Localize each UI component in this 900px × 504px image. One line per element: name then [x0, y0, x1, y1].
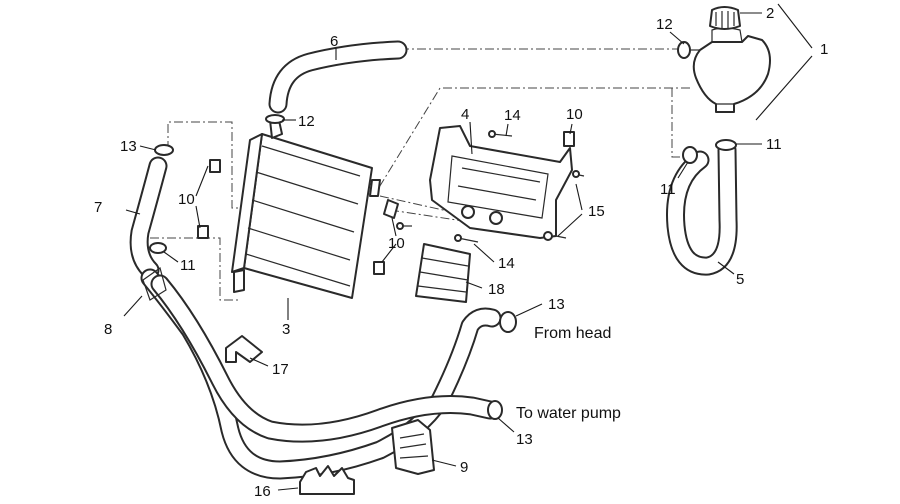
callout-2: 2: [766, 5, 774, 22]
callout-17: 17: [272, 361, 289, 378]
callout-5: 5: [736, 271, 744, 288]
hose-6: [268, 40, 408, 114]
leader-lines: [123, 12, 762, 491]
mount-10-a: [209, 159, 221, 173]
mount-10-d: [373, 261, 385, 275]
callout-16: 16: [254, 483, 271, 500]
flow-notes: From head To water pump: [516, 325, 621, 422]
callout-6: 6: [330, 33, 338, 50]
small-parts: [149, 41, 737, 420]
callout-13-top: 13: [120, 138, 137, 155]
callout-14-bottom: 14: [498, 255, 515, 272]
hose-8: [140, 267, 502, 480]
callout-11-tank: 11: [660, 181, 676, 198]
clamp-11-left: [149, 242, 167, 254]
callout-13-head: 13: [548, 296, 565, 313]
note-to-water-pump: To water pump: [516, 405, 621, 422]
clip-17: [225, 335, 263, 363]
bracket-4: [429, 125, 573, 241]
clip-9: [391, 419, 435, 475]
note-from-head: From head: [534, 325, 611, 342]
callout-1-bracket: [755, 3, 813, 121]
clip-16: [299, 465, 355, 495]
mount-10-b: [197, 225, 209, 239]
duct-18: [415, 243, 471, 303]
callout-11-left: 11: [180, 257, 196, 274]
callout-15: 15: [588, 203, 605, 220]
callout-10-right: 10: [566, 106, 583, 123]
clamp-12-tank: [677, 41, 691, 59]
callout-1: 1: [820, 41, 828, 58]
callout-labels: 1 2 3 4 5 6 7 8 9 10 10 10 11 11 11 12 1…: [94, 5, 828, 500]
callout-11-right: 11: [766, 136, 782, 153]
callout-12-radiator: 12: [298, 113, 315, 130]
assembly-lines: [150, 48, 690, 301]
mount-10-c: [563, 131, 575, 147]
callout-10-mid: 10: [388, 235, 405, 252]
callout-12-tank: 12: [656, 16, 673, 33]
callout-18: 18: [488, 281, 505, 298]
expansion-tank: [690, 27, 771, 113]
clamp-12-radiator: [265, 114, 285, 124]
callout-13-pump: 13: [516, 431, 533, 448]
hose-7: [129, 156, 168, 280]
clamp-13-pump: [487, 400, 503, 420]
clamp-13-head: [499, 311, 517, 333]
clamp-11-hose5: [682, 146, 698, 164]
callout-10-left: 10: [178, 191, 195, 208]
clamp-13-top: [154, 144, 174, 156]
tank-cap: [709, 6, 741, 30]
radiator: [231, 115, 381, 299]
callout-14-top: 14: [504, 107, 521, 124]
callout-8: 8: [104, 321, 112, 338]
clamp-11-tank: [715, 139, 737, 151]
callout-9: 9: [460, 459, 468, 476]
callout-4: 4: [461, 106, 469, 123]
hose-5: [666, 140, 738, 276]
callout-7: 7: [94, 199, 102, 216]
callout-3: 3: [282, 321, 290, 338]
